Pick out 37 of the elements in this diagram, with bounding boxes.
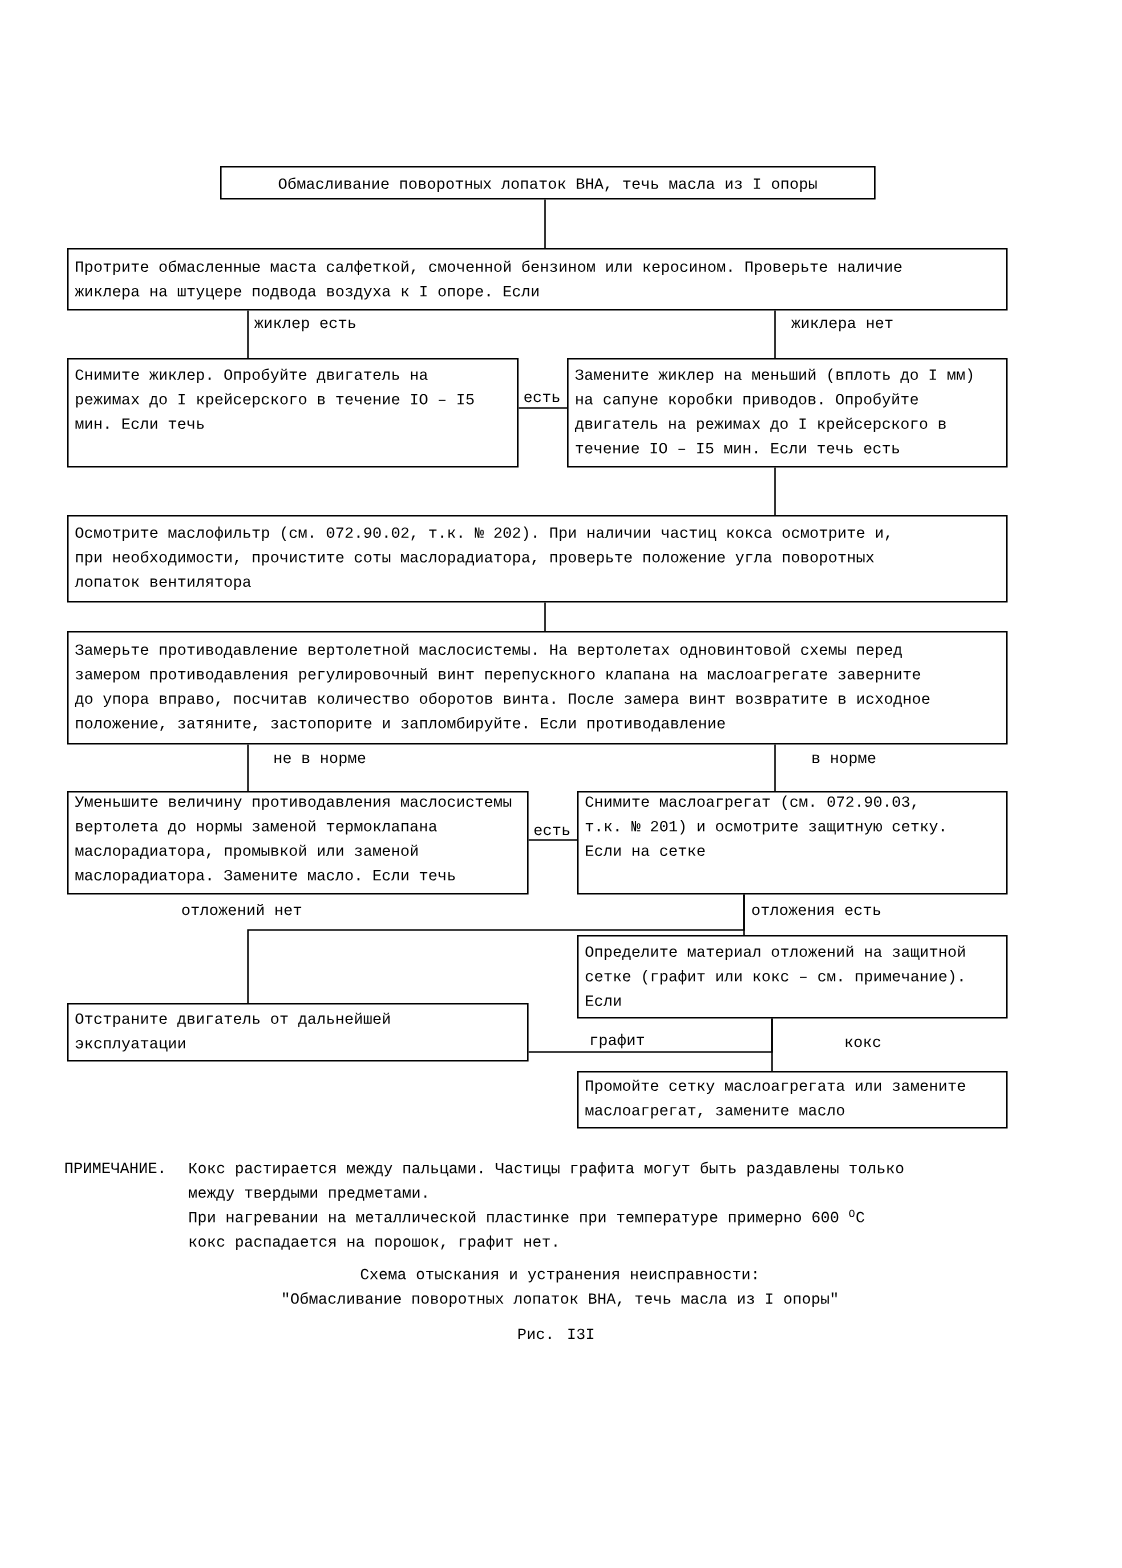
connector-line (544, 601, 546, 632)
edge-label: не в норме (272, 753, 368, 768)
edge-label: кокс (843, 1037, 883, 1049)
edge-label: отложения есть (750, 905, 883, 917)
edge-label: в норме (810, 753, 878, 768)
note-text: При нагревании на металлической пластинке при температуре примерно 600 $^{O}$C кокс распадается на порошок, графит нет. (189, 1209, 865, 1250)
connector-line (774, 743, 776, 792)
connector-line (247, 743, 249, 792)
start-box: Обмасливание поворотных лопаток ВНА, течь масла из I опоры (220, 166, 876, 200)
edge-label: отложений нет (180, 902, 304, 917)
figure-number: Рис. I3I (518, 1328, 594, 1340)
process-box: Уменьшите величину противодавления маслосистемы вертолета до нормы заменой термоклапана маслорадиатора, промывкой или заменой маслорадиатора. Замените масло. Если течь (67, 791, 529, 895)
process-box: Отстраните двигатель от дальнейшей эксплуатации (67, 1003, 529, 1062)
connector-line (544, 198, 546, 249)
process-box: Замерьте противодавление вертолетной маслосистемы. На вертолетах одновинтовой схемы перед замером противодавления регулировочный винт перепускного клапана на маслоагрегате заверните до упора вправо, посчитав количество оборотов винта. После замера винт возвратите в исходное положение, затяните, застопорите и запломбируйте. Если противодавление (67, 631, 1008, 745)
process-box: Промойте сетку маслоагрегата или замените маслоагрегат, замените масло (577, 1071, 1008, 1129)
connector-line (743, 893, 745, 936)
process-box: Протрите обмасленные маста салфеткой, смоченной бензином или керосином. Проверьте наличие жиклера на штуцере подвода воздуха к I опоре. Если (67, 248, 1008, 311)
connector-line (517, 407, 568, 409)
connector-line (774, 309, 776, 359)
edge-label: есть (522, 392, 562, 404)
process-box: Замените жиклер на меньший (вплоть до I мм) на сапуне коробки приводов. Опробуйте двигатель на режимах до I крейсерского в течение IO – I5 мин. Если течь есть (567, 358, 1008, 468)
connector-line (771, 1017, 773, 1072)
process-box: Снимите маслоагрегат (см. 072.90.03, т.к. № 201) и осмотрите защитную сетку. Если на сетке (577, 791, 1008, 895)
connector-line (774, 466, 776, 516)
connector-line (527, 839, 578, 841)
process-box: Определите материал отложений на защитной сетке (графит или кокс – см. примечание). Если (577, 935, 1008, 1019)
connector-line (247, 309, 249, 359)
edge-label: графит (588, 1032, 646, 1050)
caption: Схема отыскания и устранения неисправности: "Обмасливание поворотных лопаток ВНА, течь масла из I опоры" (283, 1268, 837, 1307)
process-box: Снимите жиклер. Опробуйте двигатель на режимах до I крейсерского в течение IO – I5 мин. Если течь (67, 358, 519, 468)
edge-label: жиклера нет (790, 318, 895, 333)
note-text: Кокс растирается между пальцами. Частицы графита могут быть раздавлены только между твердыми предметами. (188, 1161, 904, 1201)
note-heading: ПРИМЕЧАНИЕ. (65, 1162, 163, 1173)
edge-label: жиклер есть (253, 318, 358, 333)
process-box: Осмотрите маслофильтр (см. 072.90.02, т.к. № 202). При наличии частиц кокса осмотрите и, при необходимости, прочистите соты маслорадиатора, проверьте положение угла поворотных лопаток вентилятора (67, 515, 1008, 603)
edge-label: есть (532, 825, 572, 837)
